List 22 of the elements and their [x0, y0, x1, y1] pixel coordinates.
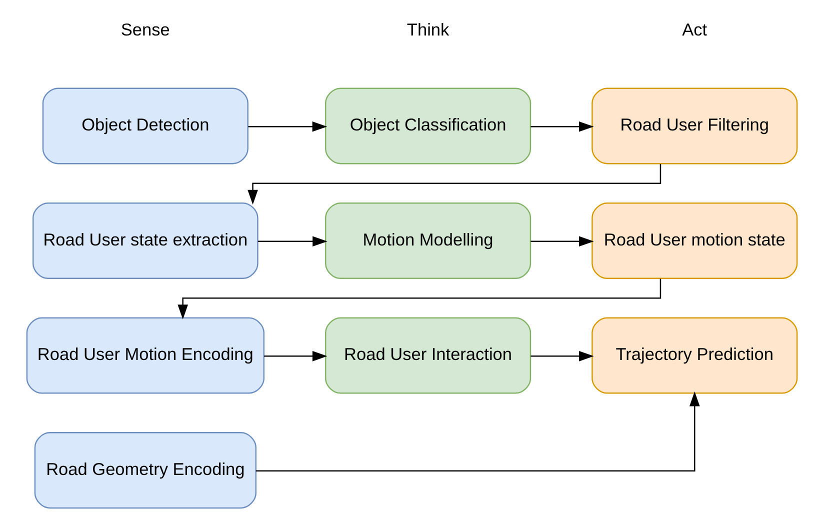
- node-box: Road User motion state: [591, 202, 798, 280]
- node-box: Road User Filtering: [591, 88, 798, 164]
- arrow: [177, 278, 661, 320]
- arrow: [530, 350, 594, 362]
- label: Think: [406, 20, 449, 40]
- arrow: [530, 121, 594, 132]
- arrow: [257, 236, 327, 247]
- node-box: Motion Modelling: [324, 202, 531, 280]
- arrow: [264, 350, 327, 362]
- node-box: Object Classification: [324, 88, 531, 164]
- arrow: [247, 164, 661, 205]
- node-box: Object Detection: [42, 88, 248, 164]
- arrow: [255, 391, 700, 472]
- node-box: Trajectory Prediction: [591, 317, 798, 394]
- node-box: Road User Motion Encoding: [26, 317, 264, 394]
- arrow: [248, 121, 327, 132]
- label: Act: [682, 20, 707, 40]
- node-box: Road Geometry Encoding: [34, 432, 256, 509]
- arrow: [530, 236, 594, 247]
- node-box: Road User Interaction: [324, 317, 531, 394]
- label: Sense: [120, 20, 170, 40]
- node-box: Road User state extraction: [32, 202, 258, 280]
